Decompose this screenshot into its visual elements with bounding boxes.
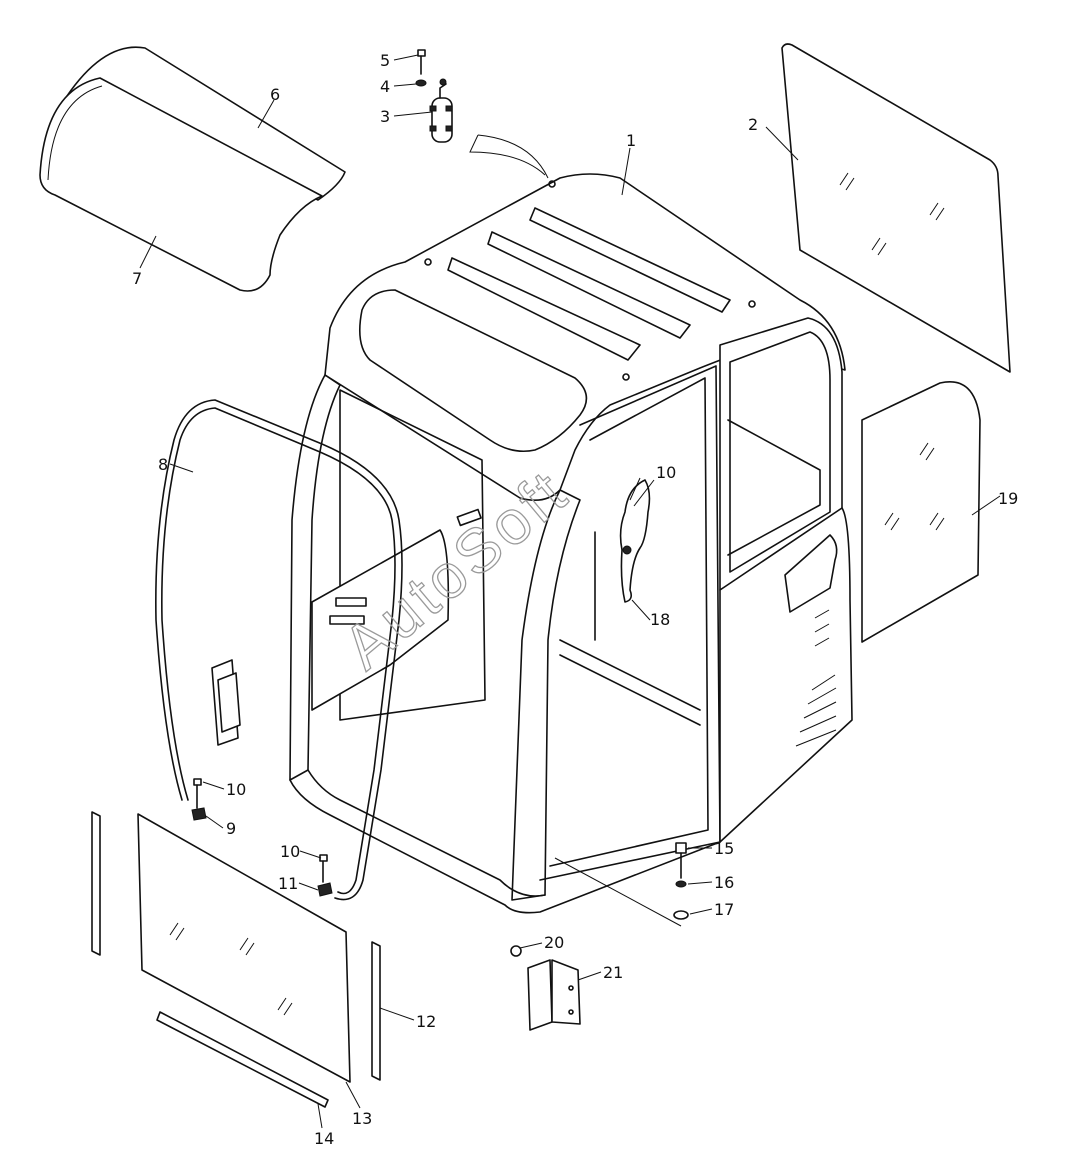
part-17-leader bbox=[554, 857, 682, 927]
callout-7: 7 bbox=[132, 269, 142, 288]
callout-9: 9 bbox=[226, 819, 236, 838]
callout-10c: 10 bbox=[656, 463, 676, 482]
callout-3: 3 bbox=[380, 107, 390, 126]
callout-10b: 10 bbox=[280, 842, 300, 861]
callout-11: 11 bbox=[278, 874, 298, 893]
part-17-washer bbox=[673, 910, 689, 920]
callout-15: 15 bbox=[714, 839, 734, 858]
callout-17: 17 bbox=[714, 900, 734, 919]
part-10-bolt-lower bbox=[319, 854, 328, 883]
part-10-bolt-upper bbox=[193, 778, 202, 809]
callout-4: 4 bbox=[380, 77, 390, 96]
callout-18: 18 bbox=[650, 610, 670, 629]
part-12-vertical-strip bbox=[371, 941, 381, 1081]
callout-1: 1 bbox=[626, 131, 636, 150]
part-4-washer bbox=[415, 79, 427, 87]
part-13-door-glass bbox=[137, 813, 351, 1083]
part-8-door-seal bbox=[155, 399, 403, 901]
callout-16: 16 bbox=[714, 873, 734, 892]
callout-labels: 1 2 3 4 5 6 7 8 9 10 10 10 11 12 13 14 1… bbox=[132, 51, 1018, 1148]
callout-19: 19 bbox=[998, 489, 1018, 508]
part-5-bolt bbox=[417, 49, 426, 75]
part-15-bolt bbox=[675, 842, 687, 879]
callout-10a: 10 bbox=[226, 780, 246, 799]
callout-14: 14 bbox=[314, 1129, 334, 1148]
part-6-roof-panel bbox=[57, 46, 346, 201]
part-16-washer bbox=[675, 880, 687, 888]
callout-8: 8 bbox=[158, 455, 168, 474]
part-1-cab-body bbox=[289, 173, 853, 914]
callout-21: 21 bbox=[603, 963, 623, 982]
leader-lines bbox=[139, 54, 1001, 1129]
extinguisher-mount-arrow bbox=[469, 134, 549, 179]
left-vertical-strip bbox=[91, 811, 101, 956]
callout-20: 20 bbox=[544, 933, 564, 952]
callout-12: 12 bbox=[416, 1012, 436, 1031]
part-11-bracket bbox=[317, 882, 333, 897]
part-7-roof-panel bbox=[39, 77, 323, 292]
callout-6: 6 bbox=[270, 85, 280, 104]
callout-2: 2 bbox=[748, 115, 758, 134]
part-21-bracket bbox=[527, 959, 581, 1031]
part-9-bracket bbox=[191, 807, 207, 821]
part-2-front-glass bbox=[781, 43, 1011, 373]
part-3-extinguisher bbox=[429, 78, 453, 143]
callout-13: 13 bbox=[352, 1109, 372, 1128]
part-20-screw bbox=[510, 945, 522, 957]
part-14-bottom-strip bbox=[156, 1011, 329, 1108]
callout-5: 5 bbox=[380, 51, 390, 70]
part-19-side-glass bbox=[861, 381, 981, 643]
part-10-bolt-center bbox=[629, 477, 641, 501]
